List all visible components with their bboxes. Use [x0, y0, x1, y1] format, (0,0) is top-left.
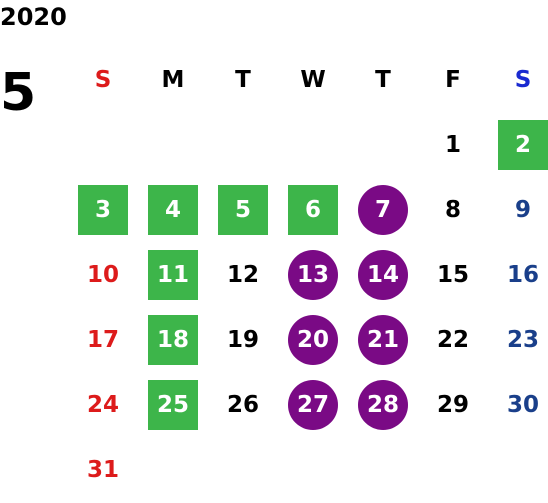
calendar-day-number: 29	[436, 391, 469, 418]
calendar-day-number: 16	[506, 261, 539, 288]
calendar-day-number: 25	[148, 379, 198, 430]
calendar-day-cell: 28	[348, 372, 418, 437]
calendar-day-number: 19	[226, 326, 259, 353]
calendar-day-number: 10	[86, 261, 119, 288]
calendar-empty-cell	[208, 437, 278, 502]
calendar-day-cell: 10	[68, 242, 138, 307]
calendar-day-number	[218, 445, 268, 495]
calendar-day-number: 31	[86, 456, 119, 483]
calendar-day-number: 23	[506, 326, 539, 353]
calendar-day-number: 20	[288, 314, 338, 365]
calendar-day-cell: 16	[488, 242, 548, 307]
calendar-day-number	[78, 120, 128, 170]
calendar-day-cell: 2	[488, 112, 548, 177]
weekday-header-wednesday: W	[300, 67, 326, 93]
calendar-day-cell: 21	[348, 307, 418, 372]
weekday-header-thursday: T	[375, 67, 391, 93]
calendar-day-number	[218, 120, 268, 170]
calendar-day-cell: 8	[418, 177, 488, 242]
calendar-day-number	[358, 120, 408, 170]
calendar-day-number: 13	[288, 249, 338, 300]
calendar-day-number: 7	[358, 184, 408, 235]
calendar-day-cell: 27	[278, 372, 348, 437]
calendar-day-number: 17	[86, 326, 119, 353]
calendar-day-number: 6	[288, 184, 338, 235]
calendar-day-number: 9	[514, 196, 531, 223]
calendar-day-number: 18	[148, 314, 198, 365]
calendar-year: 2020	[0, 3, 67, 31]
calendar-day-cell: 1	[418, 112, 488, 177]
weekday-header-sunday: S	[94, 67, 112, 93]
calendar-day-number: 21	[358, 314, 408, 365]
calendar-day-cell: 13	[278, 242, 348, 307]
calendar-empty-cell	[138, 437, 208, 502]
calendar-day-cell: 30	[488, 372, 548, 437]
calendar-day-cell: 12	[208, 242, 278, 307]
calendar-day-cell: 7	[348, 177, 418, 242]
calendar-day-number	[148, 120, 198, 170]
calendar-day-number: 4	[148, 184, 198, 235]
calendar-day-cell: 29	[418, 372, 488, 437]
calendar-day-number	[148, 445, 198, 495]
calendar-day-number: 5	[218, 184, 268, 235]
calendar-day-cell: 3	[68, 177, 138, 242]
calendar-day-cell: 18	[138, 307, 208, 372]
calendar-empty-cell	[138, 112, 208, 177]
calendar-empty-cell	[418, 437, 488, 502]
calendar-day-cell: 23	[488, 307, 548, 372]
calendar-day-number	[288, 120, 338, 170]
calendar-empty-cell	[278, 112, 348, 177]
calendar-day-number: 24	[86, 391, 119, 418]
calendar-day-number: 12	[226, 261, 259, 288]
calendar-empty-cell	[68, 112, 138, 177]
calendar-day-cell: 4	[138, 177, 208, 242]
calendar-day-cell: 14	[348, 242, 418, 307]
calendar-day-cell: 15	[418, 242, 488, 307]
calendar-empty-cell	[348, 112, 418, 177]
calendar-day-number	[288, 445, 338, 495]
calendar-day-cell: 6	[278, 177, 348, 242]
calendar-day-number: 15	[436, 261, 469, 288]
calendar-day-cell: 24	[68, 372, 138, 437]
calendar-day-cell: 26	[208, 372, 278, 437]
calendar-day-cell: 22	[418, 307, 488, 372]
calendar-empty-cell	[348, 437, 418, 502]
weekday-header-friday: F	[445, 67, 461, 93]
calendar-day-number: 28	[358, 379, 408, 430]
weekday-header-monday: M	[161, 67, 185, 93]
calendar-day-number: 3	[78, 184, 128, 235]
calendar-day-cell: 19	[208, 307, 278, 372]
calendar-day-number: 11	[148, 249, 198, 300]
calendar-day-cell: 11	[138, 242, 208, 307]
calendar-empty-cell	[278, 437, 348, 502]
calendar-day-cell: 31	[68, 437, 138, 502]
calendar-day-cell: 25	[138, 372, 208, 437]
calendar-day-number	[358, 445, 408, 495]
calendar-day-number: 27	[288, 379, 338, 430]
weekday-header-saturday: S	[514, 67, 532, 93]
calendar-day-number: 26	[226, 391, 259, 418]
calendar-day-number: 8	[444, 196, 461, 223]
calendar-day-cell: 5	[208, 177, 278, 242]
calendar-month: 5	[0, 63, 37, 123]
calendar-day-cell: 20	[278, 307, 348, 372]
calendar-day-cell: 9	[488, 177, 548, 242]
calendar-day-number	[428, 445, 478, 495]
calendar-day-number: 22	[436, 326, 469, 353]
weekday-header-tuesday: T	[235, 67, 251, 93]
calendar-day-number: 2	[498, 119, 548, 170]
calendar-empty-cell	[488, 437, 548, 502]
calendar-day-number: 1	[444, 131, 461, 158]
calendar-empty-cell	[208, 112, 278, 177]
calendar-day-number: 30	[506, 391, 539, 418]
calendar-day-cell: 17	[68, 307, 138, 372]
calendar-day-number: 14	[358, 249, 408, 300]
calendar-day-number	[498, 445, 548, 495]
